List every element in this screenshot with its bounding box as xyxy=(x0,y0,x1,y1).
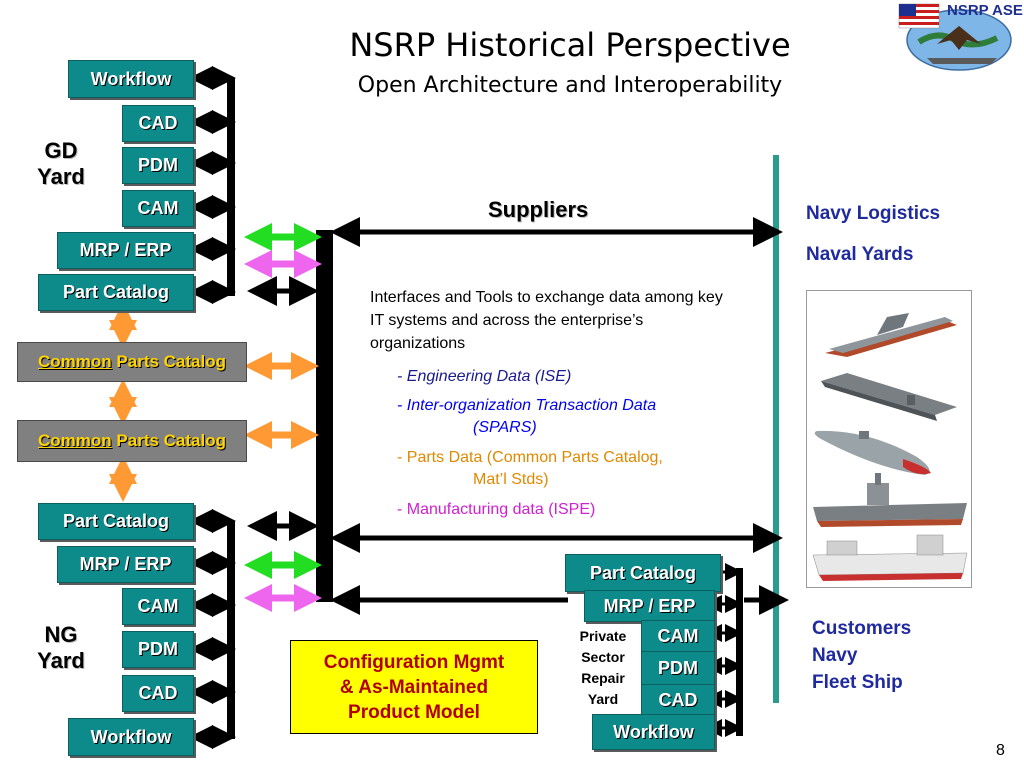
page-number: 8 xyxy=(996,742,1005,759)
private-cam-box: CAM xyxy=(641,620,715,652)
navy-line: Navy xyxy=(812,645,858,666)
private-cad-box: CAD xyxy=(641,684,715,716)
gd-yard-label-line1: GD xyxy=(44,138,78,163)
bullet-manufacturing-data: - Manufacturing data (ISPE) xyxy=(397,499,595,521)
aircraft-carrier-icon xyxy=(821,373,957,421)
common-word: Common xyxy=(38,431,112,450)
gd-pdm-box: PDM xyxy=(122,147,194,184)
bullet-transaction-data: - Inter-organization Transaction Data (S… xyxy=(397,395,656,439)
bullet-engineering-line1: - Engineering Data (ISE) xyxy=(397,368,572,385)
common-parts-catalog-1: Common Parts Catalog xyxy=(17,342,247,382)
common-word: Common xyxy=(38,352,112,371)
ng-mrp-erp-box: MRP / ERP xyxy=(57,546,194,583)
gd-workflow-box: Workflow xyxy=(68,60,194,98)
ships-illustration xyxy=(812,313,968,581)
page-subtitle: Open Architecture and Interoperability xyxy=(357,73,783,98)
config-line-3: Product Model xyxy=(348,701,480,723)
private-part-catalog-box: Part Catalog xyxy=(565,554,721,592)
ships-image-panel xyxy=(806,290,972,588)
ng-part-catalog-box: Part Catalog xyxy=(38,503,194,540)
ng-cad-box: CAD xyxy=(122,675,194,712)
logo-text: NSRP ASE xyxy=(947,2,1023,19)
private-label-line: Private xyxy=(579,628,627,644)
private-mrp-erp-box: MRP / ERP xyxy=(584,590,715,622)
bullet-transaction-line2: (SPARS) xyxy=(473,419,537,436)
destroyer-ship-icon xyxy=(825,313,957,357)
ng-pdm-box: PDM xyxy=(122,631,194,668)
nsrp-logo: NSRP ASE xyxy=(897,0,1023,72)
common-parts-catalog-2: Common Parts Catalog xyxy=(17,420,247,462)
bullet-engineering-data: - Engineering Data (ISE) xyxy=(397,366,571,388)
central-bus xyxy=(316,230,333,602)
submarine-icon xyxy=(814,430,931,475)
bullet-transaction-line1: - Inter-organization Transaction Data xyxy=(397,397,657,414)
interfaces-description: Interfaces and Tools to exchange data am… xyxy=(370,289,723,352)
private-pdm-box: PDM xyxy=(641,651,715,685)
navy-logistics-label: Navy Logistics xyxy=(806,203,941,224)
bullet-manufacturing-line1: - Manufacturing data (ISPE) xyxy=(397,501,596,518)
ng-workflow-box: Workflow xyxy=(68,718,194,756)
config-line-2: & As-Maintained xyxy=(339,676,489,698)
gd-bus xyxy=(227,78,235,296)
customers-line: Customers xyxy=(812,618,912,639)
configuration-mgmt-box: Configuration Mgmt & As-Maintained Produ… xyxy=(290,640,538,734)
repair-label-line: Repair xyxy=(581,670,625,686)
gd-yard-label-line2: Yard xyxy=(37,164,85,189)
bullet-parts-data: - Parts Data (Common Parts Catalog, Mat’… xyxy=(397,447,663,491)
ng-yard-label-line1: NG xyxy=(44,622,78,647)
gd-cam-box: CAM xyxy=(122,190,194,227)
logistics-ship-icon xyxy=(812,534,968,581)
sector-label-line: Sector xyxy=(581,649,625,665)
page-title: NSRP Historical Perspective xyxy=(349,26,791,64)
yard-label-line: Yard xyxy=(587,691,619,707)
ng-cam-box: CAM xyxy=(122,588,194,625)
naval-yards-label: Naval Yards xyxy=(806,244,914,265)
gd-cad-box: CAD xyxy=(122,105,194,142)
teal-line xyxy=(773,155,779,703)
gd-mrp-erp-box: MRP / ERP xyxy=(57,232,194,269)
bullet-parts-line2: Mat’l Stds) xyxy=(473,471,549,488)
ng-yard-label-line2: Yard xyxy=(37,648,85,673)
ng-bus xyxy=(227,521,235,739)
private-yard-label: Private Sector Repair Yard xyxy=(570,626,636,710)
suppliers-label: Suppliers xyxy=(488,197,589,222)
private-bus xyxy=(736,568,743,736)
amphibious-ship-icon xyxy=(813,473,967,527)
fleet-ship-line: Fleet Ship xyxy=(812,672,903,693)
bullet-parts-line1: - Parts Data (Common Parts Catalog, xyxy=(397,449,663,466)
gd-yard-label: GD Yard xyxy=(33,138,89,190)
private-workflow-box: Workflow xyxy=(592,714,715,750)
config-line-1: Configuration Mgmt xyxy=(323,651,505,673)
globe-icon xyxy=(898,3,1012,71)
ng-yard-label: NG Yard xyxy=(33,622,89,674)
gd-part-catalog-box: Part Catalog xyxy=(38,274,194,311)
customers-label: Customers Navy Fleet Ship xyxy=(812,615,911,696)
parts-catalog-words: Parts Catalog xyxy=(116,431,226,450)
parts-catalog-words: Parts Catalog xyxy=(116,352,226,371)
